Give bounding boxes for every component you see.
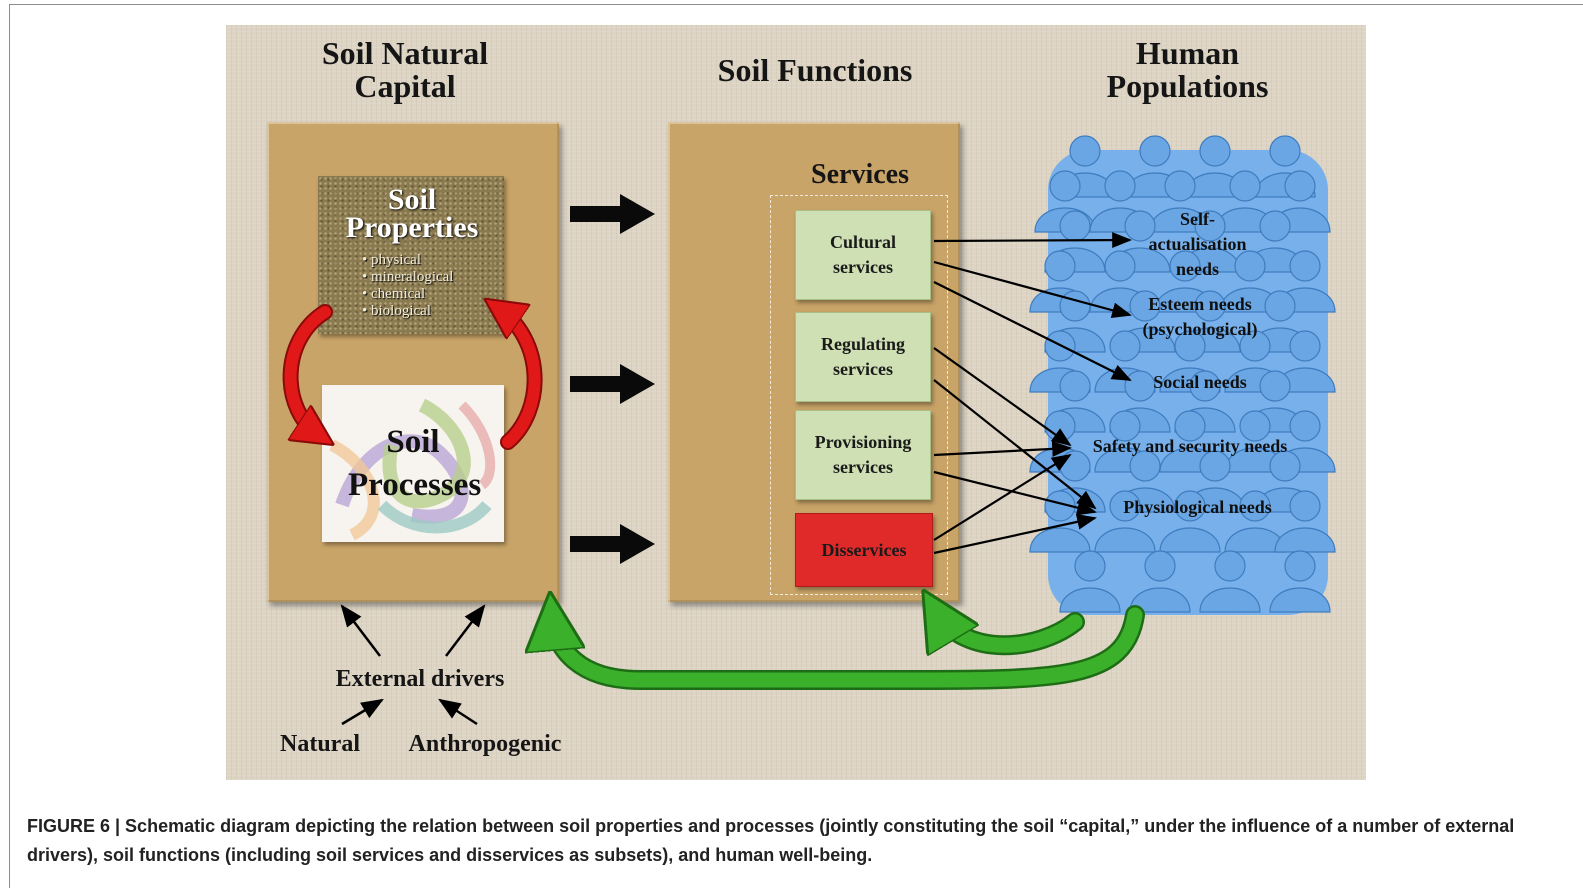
disservices-box: Disservices bbox=[795, 513, 933, 587]
person-head bbox=[1239, 330, 1271, 362]
need-esteem: Esteem needs (psychological) bbox=[1142, 294, 1258, 339]
need-physiological: Physiological needs bbox=[1123, 497, 1272, 517]
person-head bbox=[1169, 250, 1201, 282]
person-body bbox=[1159, 527, 1221, 553]
person-head bbox=[1259, 210, 1291, 242]
person-head bbox=[1199, 135, 1231, 167]
person-head bbox=[1234, 250, 1266, 282]
person-head bbox=[1109, 330, 1141, 362]
person-head bbox=[1174, 330, 1206, 362]
person-head bbox=[1194, 290, 1226, 322]
natural-driver-label: Natural bbox=[280, 731, 360, 757]
external-drivers-label: External drivers bbox=[335, 666, 505, 692]
person-head bbox=[1284, 550, 1316, 582]
title-human-populations: Human Populations bbox=[1106, 35, 1269, 104]
capital-to-functions-arrows bbox=[570, 194, 655, 564]
human-population-crowd bbox=[1029, 135, 1336, 615]
person-head bbox=[1289, 490, 1321, 522]
person-head bbox=[1074, 550, 1106, 582]
person-head bbox=[1124, 210, 1156, 242]
person-head bbox=[1104, 250, 1136, 282]
person-body bbox=[1129, 587, 1191, 613]
person-head bbox=[1259, 370, 1291, 402]
property-item: • mineralogical bbox=[362, 269, 454, 285]
person-body bbox=[1059, 587, 1121, 613]
person-head bbox=[1144, 550, 1176, 582]
person-head bbox=[1059, 210, 1091, 242]
property-item: • biological bbox=[362, 303, 431, 319]
person-head bbox=[1049, 170, 1081, 202]
person-head bbox=[1129, 450, 1161, 482]
person-body bbox=[1199, 587, 1261, 613]
person-head bbox=[1199, 450, 1231, 482]
soil-processes-title: Soil Processes bbox=[348, 424, 482, 503]
process-swirl-graphic bbox=[329, 398, 496, 541]
services-label: Services bbox=[811, 159, 909, 190]
person-head bbox=[1069, 135, 1101, 167]
title-soil-natural-capital: Soil Natural Capital bbox=[321, 35, 489, 104]
person-head bbox=[1174, 410, 1206, 442]
property-item: • chemical bbox=[362, 286, 426, 302]
provisioning-services-box: Provisioning services bbox=[795, 410, 931, 500]
soil-processes-box: Soil Processes bbox=[322, 385, 504, 542]
anthropogenic-driver-label: Anthropogenic bbox=[408, 731, 562, 757]
cultural-services-box: Cultural services bbox=[795, 210, 931, 300]
person-head bbox=[1109, 490, 1141, 522]
figure-frame bbox=[9, 4, 1583, 888]
person-head bbox=[1284, 170, 1316, 202]
person-head bbox=[1139, 135, 1171, 167]
need-social: Social needs bbox=[1153, 372, 1247, 392]
person-head bbox=[1214, 550, 1246, 582]
person-head bbox=[1189, 370, 1221, 402]
title-soil-functions: Soil Functions bbox=[717, 52, 913, 88]
capital-cycle-arrows bbox=[282, 300, 543, 450]
need-self-actualisation: Self-actualisation needs bbox=[1148, 209, 1247, 279]
person-head bbox=[1124, 370, 1156, 402]
person-head bbox=[1164, 170, 1196, 202]
soil-properties-title: Soil Properties bbox=[345, 183, 479, 244]
property-item: • physical bbox=[362, 252, 421, 268]
soil-properties-list: • physical • mineralogical • chemical • … bbox=[362, 252, 453, 320]
service-need-arrows bbox=[933, 232, 1132, 555]
services-dashed-border bbox=[770, 195, 948, 595]
person-head bbox=[1289, 410, 1321, 442]
soil-properties-box: Soil Properties • physical • mineralogic… bbox=[318, 176, 504, 334]
person-head bbox=[1104, 170, 1136, 202]
person-head bbox=[1289, 250, 1321, 282]
person-head bbox=[1289, 330, 1321, 362]
person-head bbox=[1059, 290, 1091, 322]
regulating-services-box: Regulating services bbox=[795, 312, 931, 402]
person-head bbox=[1264, 290, 1296, 322]
person-head bbox=[1059, 370, 1091, 402]
person-head bbox=[1044, 250, 1076, 282]
person-head bbox=[1239, 410, 1271, 442]
person-head bbox=[1269, 450, 1301, 482]
person-body bbox=[1269, 587, 1331, 613]
person-head bbox=[1109, 410, 1141, 442]
person-body bbox=[1029, 527, 1091, 553]
need-safety-security: Safety and security needs bbox=[1092, 436, 1288, 456]
person-head bbox=[1229, 170, 1261, 202]
external-driver-arrows bbox=[340, 604, 486, 726]
person-head bbox=[1044, 410, 1076, 442]
figure-caption: FIGURE 6 | Schematic diagram depicting t… bbox=[27, 816, 1515, 865]
person-body bbox=[1094, 527, 1156, 553]
person-head bbox=[1174, 490, 1206, 522]
person-head bbox=[1239, 490, 1271, 522]
person-head bbox=[1194, 210, 1226, 242]
person-body bbox=[1274, 527, 1336, 553]
person-head bbox=[1269, 135, 1301, 167]
